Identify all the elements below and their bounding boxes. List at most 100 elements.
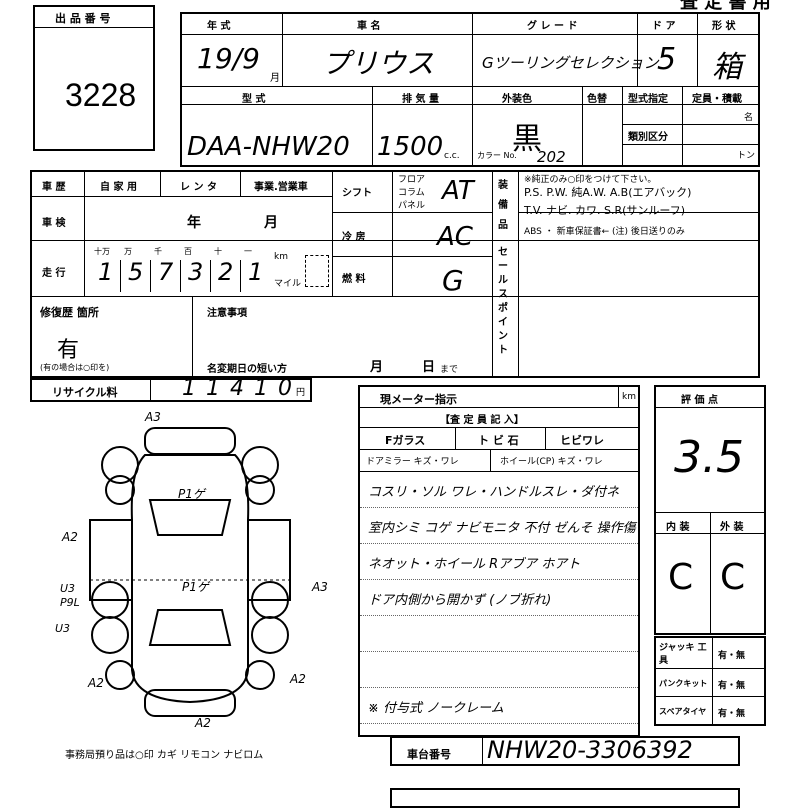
shift-floor[interactable]: フロア bbox=[398, 175, 426, 185]
history-label: 車 歴 bbox=[42, 182, 66, 193]
year-suffix: 月 bbox=[270, 73, 280, 84]
mileage-digit-label: 十万 bbox=[94, 247, 110, 256]
mileage-digit-label: 万 bbox=[124, 247, 132, 256]
year-value: 19/9 bbox=[197, 42, 260, 75]
spare-option[interactable]: 有・無 bbox=[718, 709, 746, 719]
recycle-fee-box: リサイクル料 11410 円 bbox=[30, 376, 312, 402]
equipment-line3: ABS ・ 新車保証書← (注) 後日送りのみ bbox=[524, 227, 685, 237]
name-change-label: 名変期日の短い方 bbox=[207, 364, 287, 375]
cap-label: 定員・積載 bbox=[692, 94, 742, 105]
shift-label: シフト bbox=[342, 188, 372, 199]
mileage-digit: 5 bbox=[128, 258, 144, 286]
color-value: 黒 bbox=[512, 122, 542, 157]
mileage-unit-mile: マイル bbox=[274, 279, 302, 289]
recycle-label: リサイクル料 bbox=[52, 386, 118, 399]
diagram-mark: A2 bbox=[290, 672, 306, 686]
meter-unit: km bbox=[622, 392, 636, 402]
shape-value: 箱 bbox=[712, 50, 742, 85]
color-no-value: 202 bbox=[537, 148, 566, 166]
shift-value: AT bbox=[442, 176, 474, 206]
doors-label: ド ア bbox=[652, 21, 676, 32]
chassis-value: NHW20-3306392 bbox=[487, 736, 693, 764]
grade-label: グ レ ー ド bbox=[527, 21, 578, 32]
chassis-label: 車台番号 bbox=[407, 748, 451, 761]
diagram-mark: A3 bbox=[145, 410, 161, 424]
remark-line: ※ 付与式 ノークレーム bbox=[368, 701, 504, 716]
cap-unit-tons: トン bbox=[737, 151, 756, 161]
model-value: DAA-NHW20 bbox=[187, 132, 350, 162]
type-label: 型式指定 bbox=[628, 94, 668, 105]
fglass-crack: ト ビ 石 bbox=[478, 434, 519, 447]
lot-number-value: 3228 bbox=[65, 77, 137, 113]
equipment-label: 装 備 品 bbox=[498, 180, 508, 231]
mileage-digit: 2 bbox=[218, 258, 234, 286]
mileage-digit: 3 bbox=[188, 258, 204, 286]
class-label: 類別区分 bbox=[628, 132, 668, 143]
tools-box: ジャッキ 工 具 有・無 パンクキット 有・無 スペアタイヤ 有・無 bbox=[654, 636, 766, 726]
repair-label: 修復歴 箇所 bbox=[40, 306, 99, 319]
meter-label: 現メーター指示 bbox=[380, 393, 457, 406]
history-commercial[interactable]: 事業.営業車 bbox=[254, 182, 308, 193]
equipment-note: ※純正のみ○印をつけて下さい。 bbox=[524, 175, 657, 185]
diagram-mark: A3 bbox=[312, 580, 328, 594]
bottom-partial-box bbox=[390, 788, 740, 808]
header-title: 査 定 書 用 bbox=[680, 0, 771, 13]
name-change-day: 日 bbox=[422, 360, 436, 375]
jack-option[interactable]: 有・無 bbox=[718, 651, 746, 661]
disp-unit: c.c. bbox=[444, 151, 460, 161]
model-label: 型 式 bbox=[242, 94, 266, 105]
wheel-label: ホイール(CP) キズ・ワレ bbox=[500, 457, 603, 467]
ac-label: 冷 房 bbox=[342, 232, 366, 243]
shape-label: 形 状 bbox=[712, 21, 736, 32]
cap-unit-persons: 名 bbox=[744, 113, 754, 123]
color-label: 外装色 bbox=[502, 94, 532, 105]
jack-label: ジャッキ 工 具 bbox=[659, 643, 707, 666]
doors-value: 5 bbox=[657, 42, 677, 77]
diagram-mark: A2 bbox=[195, 716, 211, 730]
remark-line: コスリ・ソル ワレ・ハンドルスレ・ダ付ネ bbox=[368, 485, 620, 500]
equipment-line1: P.S. P.W. 純A.W. A.B(エアバック) bbox=[524, 186, 692, 199]
inspector-title: 【査 定 員 記 入】 bbox=[440, 415, 524, 426]
history-rental[interactable]: レ ン タ bbox=[180, 182, 217, 193]
evaluation-score: 3.5 bbox=[674, 432, 744, 483]
recycle-unit: 円 bbox=[296, 388, 306, 398]
recycle-value: 11410 bbox=[182, 376, 302, 401]
diagram-mark: A2 bbox=[62, 530, 78, 544]
name-change-until: まで bbox=[440, 365, 459, 375]
color-no-label: カラー No. bbox=[477, 151, 517, 160]
shift-panel[interactable]: パネル bbox=[398, 201, 426, 211]
puncture-option[interactable]: 有・無 bbox=[718, 681, 746, 691]
mileage-digit-label: 百 bbox=[184, 247, 192, 256]
repair-note: (有の場合は○印を) bbox=[40, 363, 110, 372]
spare-label: スペアタイヤ bbox=[659, 707, 707, 716]
ac-value: AC bbox=[437, 222, 473, 252]
lot-number-box: 出 品 番 号 3228 bbox=[33, 5, 155, 151]
diagram-mark: U3 bbox=[55, 622, 71, 635]
mileage-label: 走 行 bbox=[42, 268, 66, 279]
remark-line: ネオット・ホイール Rアブア ホアト bbox=[368, 557, 581, 572]
remark-line: ドア内側から開かず (ノブ折れ) bbox=[368, 593, 552, 608]
diagram-footer: 事務局預り品は○印 カギ リモコン ナビロム bbox=[65, 750, 264, 761]
notes-label: 注意事項 bbox=[207, 308, 247, 319]
vehicle-info-table: 年 式 車 名 グ レ ー ド ド ア 形 状 19/9 月 プリウス Gツーリ… bbox=[180, 12, 760, 167]
inspection-month: 月 bbox=[264, 215, 278, 231]
mileage-digit-label: 一 bbox=[244, 247, 252, 256]
car-damage-diagram bbox=[89, 427, 291, 717]
chassis-number-box: 車台番号 NHW20-3306392 bbox=[390, 736, 740, 766]
shift-column[interactable]: コラム bbox=[398, 188, 425, 198]
history-private[interactable]: 自 家 用 bbox=[100, 182, 137, 193]
remark-line: 室内シミ コゲ ナビモニタ 不付 ゼんそ 操作傷 bbox=[368, 521, 636, 536]
diagram-mark: P1ゲ bbox=[182, 580, 209, 594]
interior-label: 内 装 bbox=[666, 522, 690, 533]
fuel-label: 燃 料 bbox=[342, 274, 366, 285]
grade-value: Gツーリングセレクション bbox=[482, 54, 659, 72]
diagram-mark: A2 bbox=[88, 676, 104, 690]
evaluation-box: 評 価 点 3.5 内 装 外 装 C C bbox=[654, 385, 766, 635]
disp-value: 1500 bbox=[377, 132, 444, 162]
puncture-label: パンクキット bbox=[659, 679, 708, 688]
inspection-year: 年 bbox=[187, 215, 201, 231]
tone-label: 色替 bbox=[587, 94, 607, 105]
exterior-label: 外 装 bbox=[720, 522, 744, 533]
lot-number-label: 出 品 番 号 bbox=[55, 12, 111, 25]
